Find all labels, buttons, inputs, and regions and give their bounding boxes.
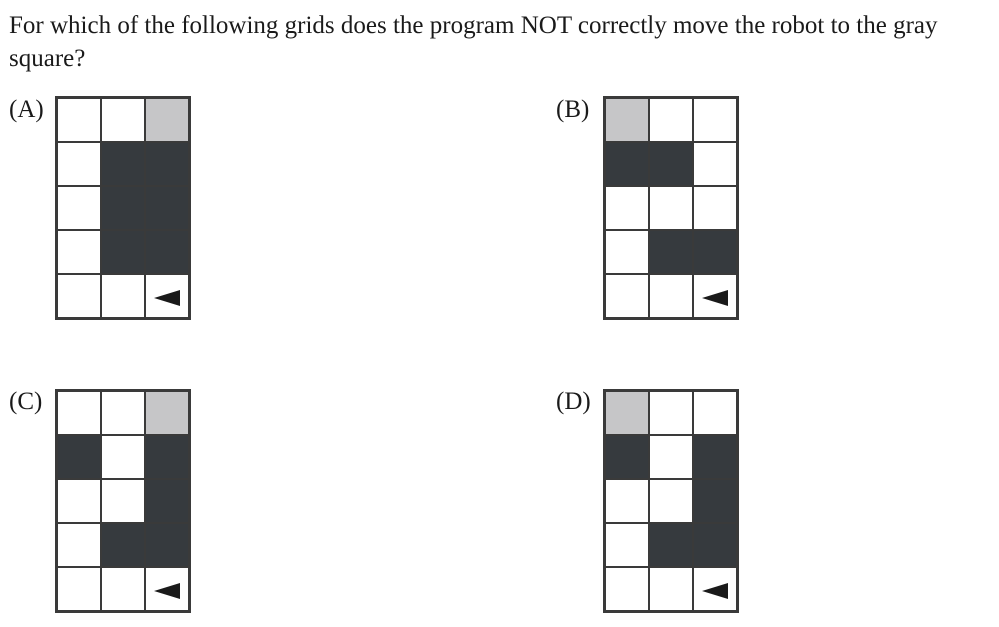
grid-cell-open: [101, 391, 145, 435]
grid-cell-blocked: [145, 523, 189, 567]
grid-cell-blocked: [605, 435, 649, 479]
grid-cell-open: [57, 274, 101, 318]
grid-cell-blocked: [693, 435, 737, 479]
grid-c: [55, 389, 191, 613]
grid-cell-open: [649, 98, 693, 142]
grid-cell-target: [145, 98, 189, 142]
triangle-left-icon: [154, 583, 180, 599]
grid-cell-blocked: [693, 523, 737, 567]
grid-cell-open: [101, 567, 145, 611]
grid-cell-blocked: [101, 186, 145, 230]
grid-cell-open: [649, 274, 693, 318]
grid-cell-open: [57, 391, 101, 435]
grid-cell-open: [57, 567, 101, 611]
grid-cell-open: [57, 479, 101, 523]
grid-cell-open: [57, 186, 101, 230]
grid-b: [603, 96, 739, 320]
grid-cell-open: [649, 567, 693, 611]
grid-cell-open: [605, 230, 649, 274]
grid-cell-robot: [693, 274, 737, 318]
grid-cell-open: [605, 274, 649, 318]
grid-cell-blocked: [605, 142, 649, 186]
grid-cell-robot: [145, 274, 189, 318]
grid-cell-blocked: [693, 230, 737, 274]
grid-cell-blocked: [649, 230, 693, 274]
grid-cell-blocked: [145, 230, 189, 274]
robot-triangle: [154, 583, 180, 599]
grid-cell-open: [605, 523, 649, 567]
robot-triangle: [702, 583, 728, 599]
grid-cell-open: [649, 186, 693, 230]
grid-cell-open: [605, 186, 649, 230]
question-text: For which of the following grids does th…: [9, 12, 938, 72]
grid-cell-open: [649, 391, 693, 435]
grid-d: [603, 389, 739, 613]
grid-cell-open: [57, 142, 101, 186]
grid-cell-blocked: [693, 479, 737, 523]
triangle-left-icon: [154, 290, 180, 306]
grid-cell-target: [605, 98, 649, 142]
option-d-label: (D): [556, 388, 591, 415]
grid-cell-open: [101, 274, 145, 318]
grid-cell-open: [605, 567, 649, 611]
triangle-left-icon: [702, 290, 728, 306]
grid-cell-blocked: [101, 230, 145, 274]
grid-cell-open: [101, 98, 145, 142]
grid-cell-open: [693, 186, 737, 230]
grid-cell-robot: [693, 567, 737, 611]
grid-cell-target: [605, 391, 649, 435]
grid-cell-open: [693, 391, 737, 435]
grid-cell-open: [693, 142, 737, 186]
option-b-label: (B): [556, 96, 590, 123]
grid-a: [55, 96, 191, 320]
grid-cell-open: [57, 230, 101, 274]
grid-cell-open: [101, 435, 145, 479]
grid-cell-blocked: [649, 523, 693, 567]
option-c-label: (C): [9, 388, 43, 415]
grid-cell-open: [57, 98, 101, 142]
grid-cell-blocked: [649, 142, 693, 186]
grid-cell-open: [649, 435, 693, 479]
grid-cell-blocked: [145, 479, 189, 523]
robot-triangle: [702, 290, 728, 306]
grid-cell-open: [693, 98, 737, 142]
grid-cell-blocked: [101, 142, 145, 186]
grid-cell-open: [605, 479, 649, 523]
grid-cell-target: [145, 391, 189, 435]
grid-cell-blocked: [57, 435, 101, 479]
grid-cell-open: [57, 523, 101, 567]
robot-triangle: [154, 290, 180, 306]
grid-cell-open: [649, 479, 693, 523]
triangle-left-icon: [702, 583, 728, 599]
option-a-label: (A): [9, 96, 44, 123]
grid-cell-blocked: [145, 435, 189, 479]
grid-cell-blocked: [101, 523, 145, 567]
grid-cell-blocked: [145, 142, 189, 186]
grid-cell-blocked: [145, 186, 189, 230]
grid-cell-open: [101, 479, 145, 523]
grid-cell-robot: [145, 567, 189, 611]
